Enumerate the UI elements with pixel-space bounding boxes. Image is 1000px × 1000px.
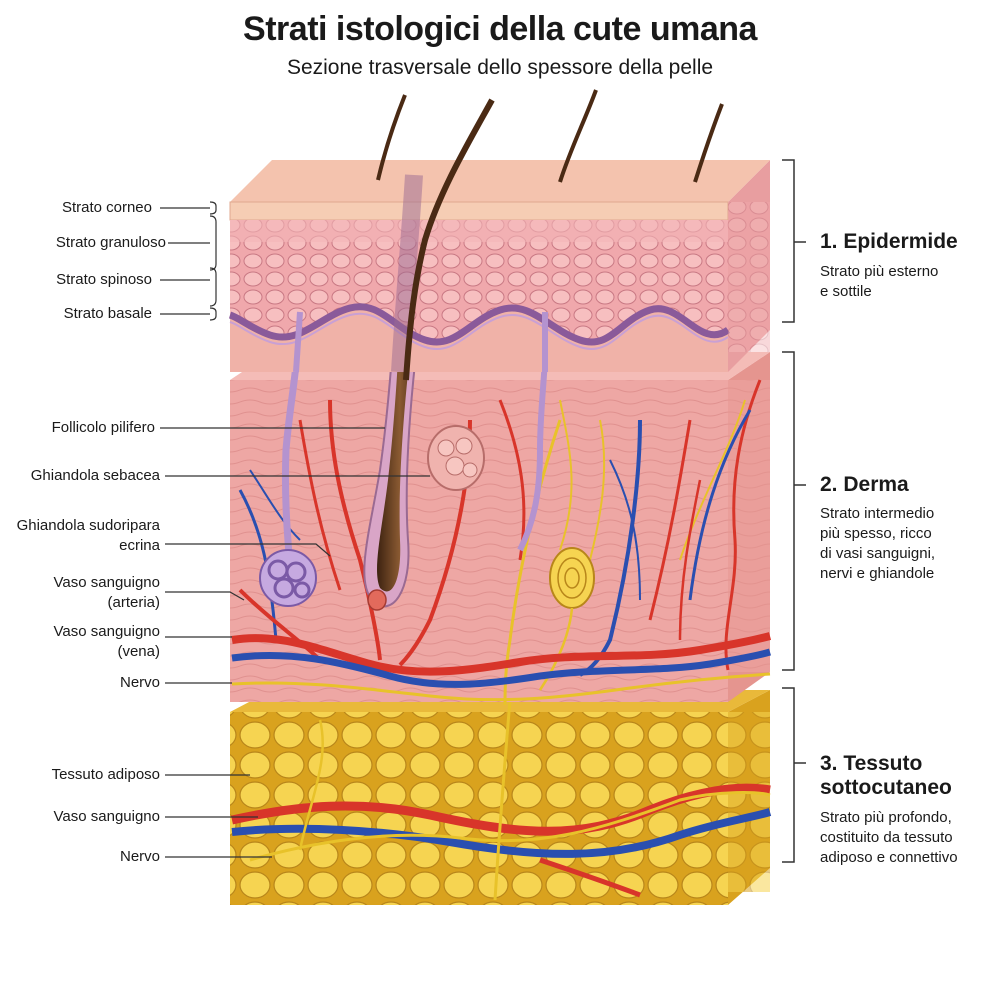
section-title-epidermide: 1. Epidermide — [820, 230, 958, 253]
subcutaneous-vein — [231, 808, 772, 858]
stratum-spinosum — [230, 220, 728, 343]
artery-branch — [238, 588, 322, 662]
section-brackets — [782, 159, 806, 863]
label-strato-basale: Strato basale — [63, 305, 152, 322]
stratum-corneum — [229, 201, 729, 221]
hair-shaft — [693, 103, 724, 183]
stratum-basale — [228, 303, 731, 346]
desc-line: di vasi sanguigni, — [820, 545, 936, 562]
desc-line: Strato intermedio — [820, 505, 935, 522]
desc-line: nervi e ghiandole — [820, 565, 935, 582]
dermis-nerve — [231, 672, 771, 702]
label-arteria-line1: Vaso sanguigno — [53, 574, 160, 591]
pacinian-corpuscle — [549, 547, 595, 609]
desc-line: Strato più profondo, — [820, 809, 952, 826]
desc-line: Strato più esterno — [820, 263, 939, 280]
leader-lines — [160, 201, 430, 858]
subcutaneous-artery — [231, 783, 771, 836]
label-vaso-sottocute: Vaso sanguigno — [53, 808, 160, 825]
label-ghiandola-sudoripara: Ghiandola sudoripara ecrina — [17, 516, 160, 556]
dermis-artery — [231, 632, 772, 676]
diagram-subtitle: Sezione trasversale dello spessore della… — [286, 56, 714, 79]
hair-shaft — [558, 89, 598, 183]
label-nervo-sottocute: Nervo — [119, 848, 160, 865]
label-ghiandola-sudoripara-line2: ecrina — [119, 537, 160, 554]
desc-line: adiposo e connettivo — [820, 849, 958, 866]
label-ghiandola-sudoripara-line1: Ghiandola sudoripara — [16, 517, 160, 534]
label-tessuto-adiposo: Tessuto adiposo — [51, 766, 160, 783]
section-title-sottocute-line1: 3. Tessuto — [820, 752, 923, 775]
label-arteria: Vaso sanguigno (arteria) — [54, 573, 160, 613]
sebaceous-gland — [427, 425, 485, 491]
epidermis-top-face — [230, 160, 770, 202]
label-strato-granuloso: Strato granuloso — [55, 234, 166, 251]
label-strato-spinoso: Strato spinoso — [56, 271, 152, 288]
label-strato-corneo: Strato corneo — [61, 199, 152, 216]
label-arteria-line2: (arteria) — [107, 594, 160, 611]
stratum-granulosum — [230, 220, 728, 242]
label-follicolo-pilifero: Follicolo pilifero — [51, 419, 155, 436]
hair-shaft — [376, 94, 407, 181]
main-hair-shaft — [403, 98, 495, 381]
section-desc-derma: Strato intermedio più spesso, ricco di v… — [820, 504, 935, 584]
label-vena-line1: Vaso sanguigno — [53, 623, 160, 640]
subcutaneous-block — [230, 690, 772, 905]
epidermis-block — [228, 160, 770, 373]
label-vena: Vaso sanguigno (vena) — [54, 622, 160, 662]
subcutaneous-nerve — [249, 791, 771, 862]
label-vena-line2: (vena) — [117, 643, 160, 660]
section-desc-epidermide: Strato più esterno e sottile — [820, 262, 938, 302]
section-title-derma: 2. Derma — [820, 473, 909, 496]
desc-line: e sottile — [820, 283, 872, 300]
label-nervo-derma: Nervo — [119, 674, 160, 691]
section-desc-sottocute: Strato più profondo, costituito da tessu… — [820, 808, 958, 868]
label-ghiandola-sebacea: Ghiandola sebacea — [30, 467, 160, 484]
desc-line: più spesso, ricco — [820, 525, 932, 542]
diagram-title: Strati istologici della cute umana — [243, 10, 757, 48]
section-title-sottocute: 3. Tessuto sottocutaneo — [820, 752, 952, 800]
sweat-gland-coil — [259, 549, 317, 607]
desc-line: costituito da tessuto — [820, 829, 953, 846]
section-title-sottocute-line2: sottocutaneo — [820, 776, 952, 799]
dermis-vein — [231, 648, 772, 688]
